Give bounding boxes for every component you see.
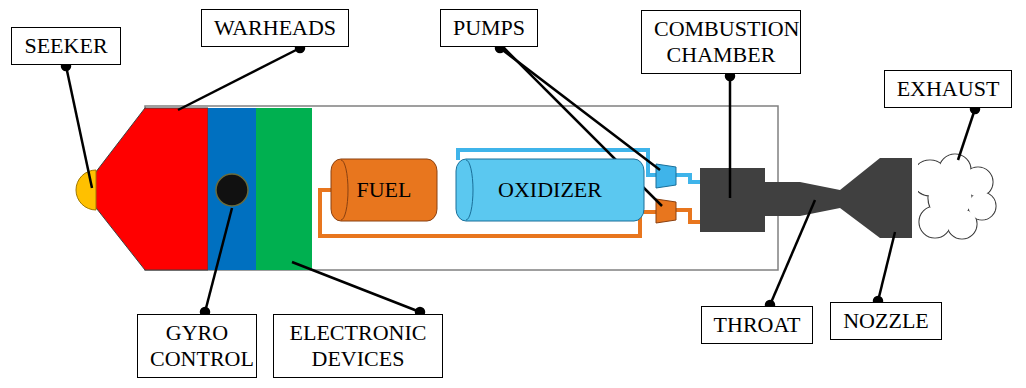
callout-box: EXHAUST [884,70,1013,108]
callout-box: THROAT [701,306,814,344]
throat-nozzle [765,158,912,238]
electronics-section [256,108,312,270]
callout-box: GYRO CONTROL [137,314,257,379]
oxidizer-pump [656,164,676,188]
callout-box: ELECTRONIC DEVICES [273,314,443,379]
callout-box: COMBUSTION CHAMBER [641,10,801,75]
fuel-pipe [676,210,702,222]
part-name: SEEKER [24,33,107,59]
leader-lines [62,44,979,316]
gyro-section [208,108,256,270]
part-name: GYRO CONTROL [150,320,244,373]
callout-box: WARHEADS [201,9,349,47]
gyro-symbol [216,174,248,206]
tank-body [331,159,437,221]
exhaust-cloud [912,154,996,239]
combustion-chamber [700,168,765,232]
tank-end [341,160,348,220]
callout-box: PUMPS [440,9,538,47]
tank-body [456,159,644,221]
part-name: WARHEADS [214,15,336,41]
missile-body [145,106,778,270]
tank-label: FUEL [330,158,438,222]
part-name: THROAT [714,312,801,338]
part-name: COMBUSTION CHAMBER [654,16,788,69]
part-name: ELECTRONIC DEVICES [286,320,430,373]
oxidizer-pipe [676,175,702,182]
part-name: EXHAUST [897,76,1000,102]
part-name: PUMPS [453,15,525,41]
tank-end [466,160,473,220]
tank-label: OXIDIZER [455,158,645,222]
tank-shape: FUEL [330,158,438,222]
callout-box: NOZZLE [830,302,942,340]
warhead-section [82,108,208,270]
part-name: NOZZLE [843,308,929,334]
callout-box: SEEKER [11,27,120,65]
tank-shape: OXIDIZER [455,158,645,222]
seeker-dome [76,170,96,210]
